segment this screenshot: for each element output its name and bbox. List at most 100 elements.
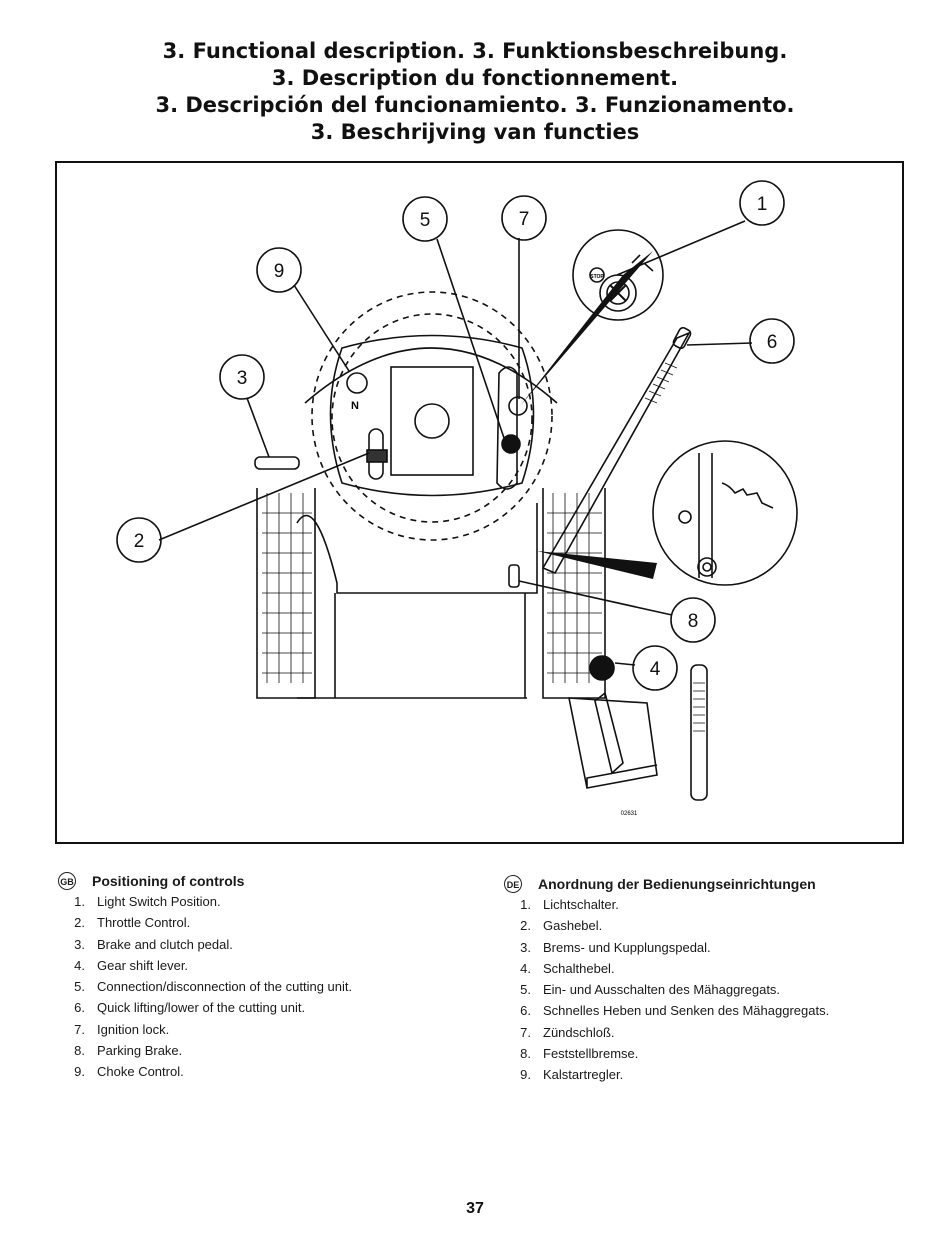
cutting-lever-knob [501, 434, 521, 454]
item-number: 8. [520, 1046, 531, 1062]
item-text: Connection/disconnection of the cutting … [97, 979, 353, 995]
callout-label: 9 [274, 261, 285, 282]
item-text: Ein- und Ausschalten des Mähaggregats. [543, 982, 781, 998]
list-item: 3.Brake and clutch pedal. [58, 934, 448, 955]
zoom-ellipse-outer [311, 291, 553, 541]
item-text: Throttle Control. [97, 915, 191, 931]
callout-9-circle [256, 247, 302, 293]
callout-label: 7 [519, 209, 530, 230]
list-item: 7. Zündschloß. [504, 1022, 904, 1043]
lift-lever-grip [644, 362, 678, 404]
item-text: Schalthebel. [543, 960, 615, 976]
item-number: 4. [520, 960, 531, 976]
callout-label: 5 [420, 210, 431, 231]
item-number: 3. [74, 936, 85, 952]
gear-shift-knob [589, 655, 615, 681]
list-item: 8. Feststellbremse. [504, 1043, 904, 1064]
gear-shift-gate [568, 697, 658, 789]
leader-8 [518, 580, 673, 616]
callout-3-circle [219, 354, 265, 400]
gear-shift-gate-edge [586, 764, 658, 788]
leader-1 [616, 220, 746, 276]
callout-label: 6 [767, 332, 778, 353]
item-number: 6. [74, 1000, 85, 1016]
figure-code: 02631 [621, 811, 638, 817]
page-headings: 3. Functional description. 3. Funktionsb… [0, 38, 950, 146]
lift-lever [541, 331, 691, 575]
heading-line: 3. Descripción del funcionamiento. 3. Fu… [155, 93, 795, 117]
list-item: 2.Gashebel. [504, 915, 904, 936]
leader-5 [436, 238, 506, 442]
list-item: 3. Brems- und Kupplungspedal. [504, 937, 904, 958]
panel-window [390, 366, 474, 476]
hood-outline [304, 347, 558, 404]
lift-zoom-pivot [697, 557, 717, 577]
lift-lever-tip [672, 326, 692, 350]
item-text: Gear shift lever. [97, 957, 189, 973]
leader-7 [686, 342, 753, 346]
callout-1-circle [739, 180, 785, 226]
controls-list: 1.Light Switch Position. 2.Throttle Cont… [58, 891, 448, 1083]
detail-rod [690, 664, 708, 801]
lift-zoom [652, 440, 798, 586]
item-number: 5. [520, 982, 531, 998]
item-text: Kalstartregler. [543, 1067, 624, 1083]
body-sides [334, 593, 526, 698]
list-item: 5. Ein- und Ausschalten des Mähaggregats. [504, 979, 904, 1000]
fender-tread-right [547, 493, 602, 683]
item-number: 7. [74, 1021, 85, 1037]
cutting-lever-slot [496, 366, 518, 490]
item-text: Choke Control. [97, 1064, 184, 1080]
item-text: Feststellbremse. [543, 1046, 639, 1062]
callout-label: 4 [650, 659, 661, 680]
item-text: Zündschloß. [543, 1024, 615, 1040]
item-number: 2. [520, 918, 531, 934]
lift-zoom-rail [698, 453, 713, 578]
callout-4-circle [632, 645, 678, 691]
item-number: 3. [520, 939, 531, 955]
choke-knob [346, 372, 368, 394]
item-text: Quick lifting/lower of the cutting unit. [97, 1000, 306, 1016]
callout-label: 1 [757, 194, 768, 215]
item-text: Lichtschalter. [543, 897, 619, 912]
section-title: Anordnung der Bedienungseinrichtungen [538, 876, 816, 892]
list-item: 7. Ignition lock. [58, 1019, 448, 1040]
callout-6-circle [749, 318, 795, 364]
item-number: 8. [74, 1043, 85, 1059]
leader-4 [614, 662, 636, 666]
heading-line: 3. Beschrijving van functies [310, 120, 640, 144]
ignition-zoom-pointer [520, 251, 653, 406]
ignition-stop-label: STOP [590, 274, 604, 280]
parking-brake-knob [508, 564, 520, 588]
item-text: Brems- und Kupplungspedal. [543, 939, 711, 955]
controls-diagram: 1 2 3 4 5 6 7 8 9 N STOP 02631 [116, 180, 798, 817]
item-number: 4. [74, 957, 85, 973]
leader-3 [246, 397, 270, 458]
neutral-mark: N [351, 400, 359, 412]
callout-8-circle [670, 597, 716, 643]
controls-diagram-frame: 1 2 3 4 5 6 7 8 9 N STOP 02631 [55, 161, 904, 844]
item-number: 7. [520, 1024, 531, 1040]
list-item: 1.Lichtschalter. [504, 894, 904, 915]
list-item: 6. Quick lifting/lower of the cutting uni… [58, 997, 448, 1018]
item-number: 1. [74, 894, 85, 909]
callout-label: 2 [134, 531, 145, 552]
callout-label: 3 [237, 368, 248, 389]
lift-zoom-pointer [537, 551, 657, 579]
list-item: 5. Connection/disconnection of the cuttin… [58, 976, 448, 997]
fender-tread-left [262, 493, 312, 683]
heading-line: 3. Description du fonctionnement. [271, 66, 679, 90]
callout-5-circle [402, 196, 448, 242]
item-number: 5. [74, 979, 85, 995]
gear-shift-lever [594, 691, 624, 775]
item-text: Parking Brake. [97, 1043, 183, 1059]
item-text: Schnelles Heben und Senken des Mähaggreg… [543, 1003, 830, 1019]
item-number: 2. [74, 915, 85, 931]
lift-zoom-notches [721, 482, 774, 509]
item-number: 9. [520, 1067, 531, 1083]
item-text: Ignition lock. [97, 1021, 170, 1037]
zoom-ellipse-inner [331, 313, 533, 523]
left-fender [256, 488, 316, 699]
section-heading: GB Positioning of controls [58, 872, 448, 890]
throttle-knob [366, 449, 388, 463]
